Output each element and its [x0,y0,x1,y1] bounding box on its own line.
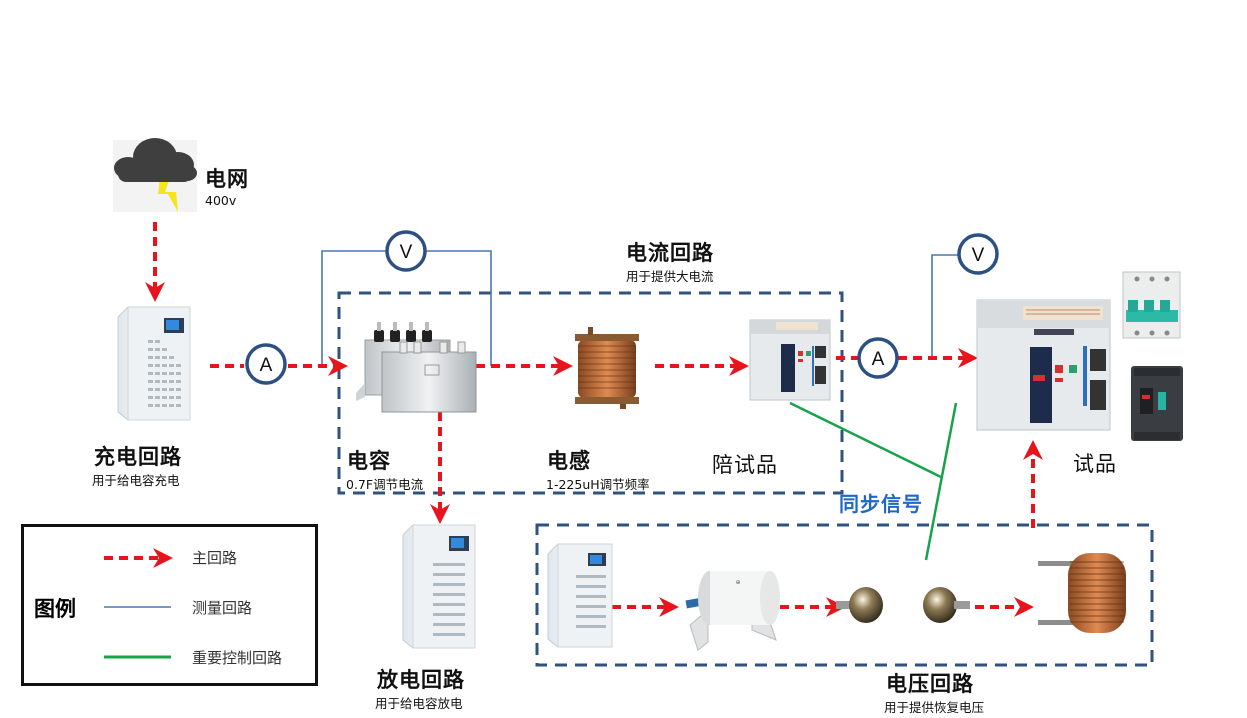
voltmeter-2-symbol: V [972,245,985,266]
legend-item-control-circuit: 重要控制回路 [192,649,283,667]
inductor-subtitle: 1-225uH调节频率 [546,477,650,492]
discharge-cabinet-icon [402,524,476,649]
legend-title: 图例 [34,596,76,621]
spark-gap-electrode-icon-left [836,587,883,623]
current-loop-title: 电流回路 [626,240,714,265]
grid-voltage: 400v [205,193,237,208]
discharge-title: 放电回路 [377,667,465,692]
ammeter-2: A [857,337,899,379]
voltage-loop-title: 电压回路 [886,671,974,696]
molded-case-breaker-icon [1131,366,1183,441]
current-loop-box [337,291,844,495]
current-loop-subtitle: 用于提供大电流 [626,269,714,284]
miniature-breaker-icon [1122,271,1181,339]
inductor-title: 电感 [547,448,591,473]
test-item-breaker-icon [976,299,1111,431]
charging-cabinet-icon [117,306,191,421]
spark-gap-electrode-icon-right [923,587,970,623]
voltmeter-2: V [957,233,999,275]
legend-swatches [104,548,173,659]
test-item-title: 试品 [1073,452,1117,476]
capacitor-title: 电容 [347,448,391,473]
air-core-coil-icon [1038,553,1126,633]
svg-text:⊕: ⊕ [735,579,740,586]
control-lines [789,401,958,561]
ammeter-1-symbol: A [260,355,273,376]
legend-item-main-circuit: 主回路 [192,549,238,567]
measure-lines [321,250,958,366]
capacitor-icon [356,322,477,413]
capacitor-subtitle: 0.7F调节电流 [346,477,424,492]
voltmeter-1: V [385,230,427,272]
legend: 图例 主回路 测量回路 重要控制回路 [21,524,318,686]
legend-item-measure-circuit: 测量回路 [192,599,253,617]
grid-title: 电网 [205,166,249,191]
ammeter-1: A [245,343,287,385]
sync-signal-label: 同步信号 [839,492,923,516]
inductor-coil-icon [575,327,639,409]
charging-subtitle: 用于给电容充电 [92,473,180,488]
voltmeter-1-symbol: V [400,242,413,263]
voltage-loop-box [535,523,1154,667]
aux-breaker-icon [749,319,831,401]
ammeter-2-symbol: A [872,349,885,370]
aux-breaker-title: 陪试品 [712,453,778,477]
voltage-loop-subtitle: 用于提供恢复电压 [884,700,985,715]
storm-cloud-icon [113,138,197,212]
discharge-subtitle: 用于给电容放电 [375,696,463,711]
voltage-cabinet-icon [547,543,613,648]
film-capacitor-icon: ⊕ [685,571,780,651]
charging-title: 充电回路 [94,444,182,469]
main-circuit-arrows [145,222,1043,617]
